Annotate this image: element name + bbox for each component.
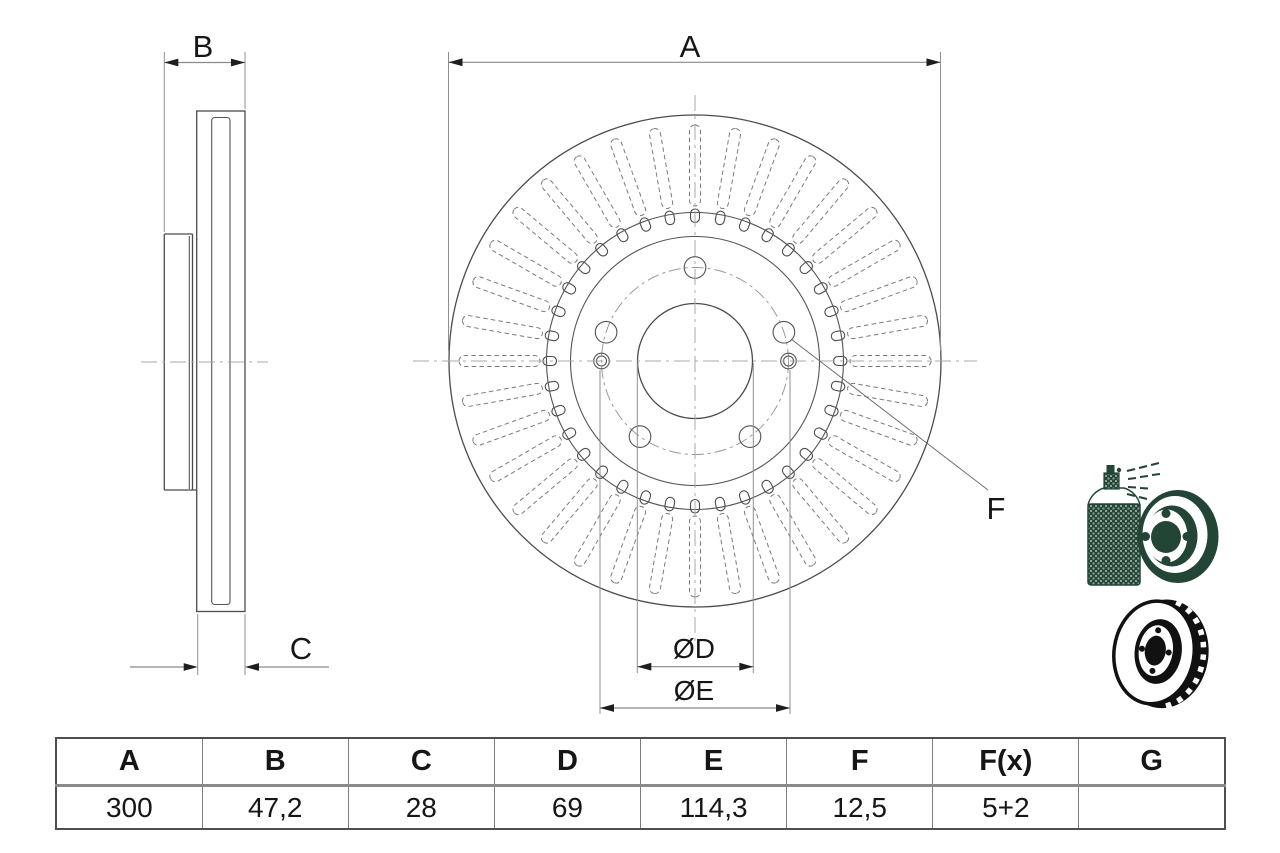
spec-value-c: 28 (347, 785, 495, 829)
dimension-diameter-d: ØD (636, 363, 754, 673)
spec-header-row: A B C D E F F(x) G (55, 738, 1226, 787)
spec-header-f: F (786, 738, 934, 787)
spec-value-f: 12,5 (786, 785, 934, 829)
coated-disc-face (1137, 490, 1219, 583)
spec-header-a: A (55, 738, 203, 787)
vent-slots (458, 124, 932, 598)
dimension-a: A (448, 29, 941, 351)
spec-header-fx: F(x) (932, 738, 1080, 787)
leader-f: F (790, 338, 1006, 526)
spec-value-row: 300 47,2 28 69 114,3 12,5 5+2 (55, 785, 1226, 829)
vent-channel-section (211, 116, 231, 606)
dimension-diameter-e: ØE (599, 370, 791, 714)
spec-value-b: 47,2 (201, 785, 349, 829)
spray-can-icon (1087, 465, 1141, 586)
spec-value-fx: 5+2 (932, 785, 1080, 829)
spec-value-d: 69 (493, 785, 642, 829)
dimension-b-label: B (193, 29, 214, 64)
front-view: A ØD ØE F (413, 29, 1005, 714)
section-view: B C (130, 29, 329, 675)
dimension-b: B (163, 29, 246, 232)
friction-ring-section (196, 110, 246, 613)
dimension-d-label: ØD (673, 633, 715, 664)
spec-header-e: E (639, 738, 788, 787)
spec-value-e: 114,3 (639, 785, 788, 829)
spec-header-c: C (347, 738, 495, 787)
dimension-spec-table: A B C D E F F(x) G 300 47,2 28 69 114,3 … (55, 737, 1226, 830)
hub-notches (542, 208, 848, 514)
spray-mist (1126, 461, 1161, 501)
spec-value-g (1078, 785, 1226, 829)
spray-coated-disc-icon (1087, 461, 1219, 586)
spec-header-b: B (201, 738, 349, 787)
dimension-c-label: C (290, 631, 312, 666)
spec-header-d: D (493, 738, 642, 787)
vented-disc-icon (1112, 599, 1209, 710)
dimension-e-label: ØE (674, 675, 714, 706)
dimension-f-label: F (987, 491, 1006, 526)
vent-slot-marks (1161, 599, 1207, 710)
spec-value-a: 300 (55, 785, 203, 829)
dimension-a-label: A (680, 29, 701, 64)
dimension-c: C (130, 614, 329, 675)
spec-header-g: G (1078, 738, 1226, 787)
